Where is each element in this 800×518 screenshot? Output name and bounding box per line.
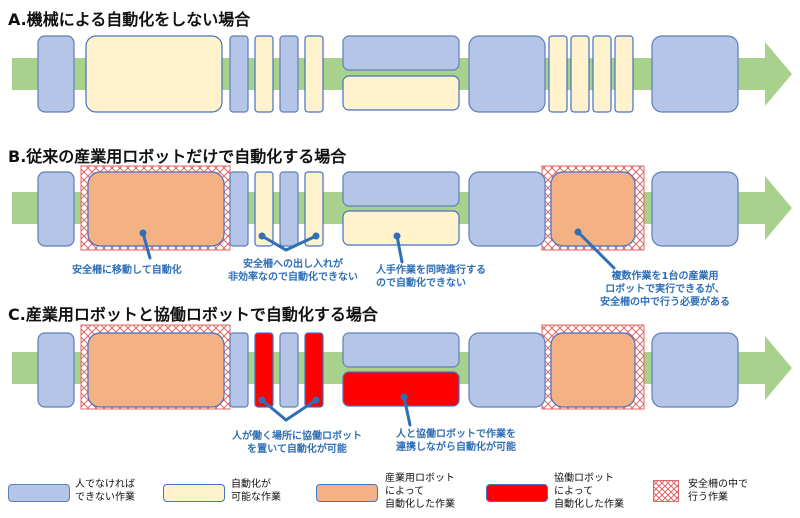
legend-line: 自動化した作業 [554, 499, 624, 510]
annotation-line: 複数作業を1台の産業用 [611, 271, 719, 282]
automatable-task [254, 171, 274, 247]
human-task [342, 332, 460, 368]
annotation-line: 連携しながら自動化が可能 [396, 442, 516, 453]
human-task [342, 171, 460, 207]
callout-dots-b [139, 228, 582, 240]
callout-lines-c [260, 395, 412, 427]
annotation-line: を置いて自動化が可能 [247, 444, 347, 455]
legend-line: 自動化した作業 [385, 499, 455, 510]
legend-swatch-cobot [486, 484, 548, 502]
legend-swatch-human [8, 484, 70, 502]
legend-label-cobot: 協働ロボット によって 自動化した作業 [554, 472, 624, 511]
legend-line: によって [385, 486, 425, 497]
automatable-task [592, 35, 612, 113]
annotation-line: 人と協働ロボットで作業を [396, 429, 516, 440]
human-task [229, 332, 249, 408]
section-a-title: A.機械による自動化をしない場合 [8, 10, 251, 29]
human-task [37, 35, 75, 113]
human-task [468, 171, 546, 247]
annotation-line: ので自動化できない [376, 278, 466, 289]
automatable-task [548, 35, 568, 113]
legend-label-human: 人でなければ できない作業 [75, 478, 135, 504]
legend-line: 可能な作業 [231, 492, 281, 503]
legend-label-industrial: 産業用ロボット によって 自動化した作業 [385, 472, 455, 511]
legend-label-fence: 安全柵の中で 行う作業 [688, 478, 748, 504]
row-a [12, 35, 792, 113]
industrial-robot-task [550, 171, 636, 247]
cobot-task [304, 332, 324, 408]
annotation-c-collab: 人と協働ロボットで作業を 連携しながら自動化が可能 [396, 428, 516, 454]
legend-line: 安全柵の中で [688, 479, 748, 490]
annotation-line: 安全柵への出し入れが [243, 259, 343, 270]
row-b [12, 165, 792, 270]
annotation-b-robot: 安全柵に移動して自動化 [72, 265, 182, 276]
legend-line: 産業用ロボット [385, 473, 455, 484]
annotation-line: 安全柵の中で行う必要がある [600, 297, 730, 308]
automatable-task [304, 171, 324, 247]
human-task [651, 332, 739, 408]
annotation-line: ロボットで実行できるが、 [605, 284, 725, 295]
legend-swatch-industrial [316, 484, 378, 502]
automatable-task [254, 35, 274, 113]
automatable-task [342, 75, 460, 111]
annotation-b-multi: 複数作業を1台の産業用 ロボットで実行できるが、 安全柵の中で行う必要がある [595, 270, 735, 309]
annotation-line: 人が働く場所に協働ロボット [232, 431, 362, 442]
human-task [37, 171, 75, 247]
legend-line: 協働ロボット [554, 473, 614, 484]
human-task [279, 35, 299, 113]
automatable-task [85, 35, 223, 113]
automatable-task [304, 35, 324, 113]
automatable-task [342, 210, 460, 246]
human-task [279, 332, 299, 408]
section-b-title: B.従来の産業用ロボットだけで自動化する場合 [8, 147, 347, 166]
human-task [342, 35, 460, 71]
human-task [279, 171, 299, 247]
annotation-b-parallel: 人手作業を同時進行する ので自動化できない [376, 264, 486, 290]
callout-dots-c [258, 393, 408, 404]
annotation-line: 人手作業を同時進行する [376, 265, 486, 276]
human-task [651, 171, 739, 247]
human-task [468, 35, 546, 113]
human-task [229, 171, 249, 247]
annotation-line: 非効率なので自動化できない [228, 272, 358, 283]
legend-swatch-fence [653, 480, 679, 502]
cobot-task [342, 371, 460, 407]
section-c-title: C.産業用ロボットと協働ロボットで自動化する場合 [8, 305, 378, 324]
industrial-robot-task [550, 332, 636, 408]
industrial-robot-task [87, 332, 225, 408]
legend-label-automatable: 自動化が 可能な作業 [231, 478, 281, 504]
human-task [37, 332, 75, 408]
automatable-task [614, 35, 634, 113]
legend-line: によって [554, 486, 594, 497]
human-task [468, 332, 546, 408]
legend-line: できない作業 [75, 492, 135, 503]
callout-lines-b [141, 230, 616, 270]
annotation-b-fence: 安全柵への出し入れが 非効率なので自動化できない [228, 258, 358, 284]
legend-line: 自動化が [231, 479, 271, 490]
legend-line: 行う作業 [688, 492, 728, 503]
legend-line: 人でなければ [75, 479, 135, 490]
legend-swatch-automatable [163, 484, 225, 502]
automatable-task [570, 35, 590, 113]
cobot-task [254, 332, 274, 408]
annotation-c-cobot: 人が働く場所に協働ロボット を置いて自動化が可能 [222, 430, 372, 456]
human-task [229, 35, 249, 113]
human-task [651, 35, 739, 113]
industrial-robot-task [87, 171, 225, 247]
row-c [12, 324, 792, 427]
